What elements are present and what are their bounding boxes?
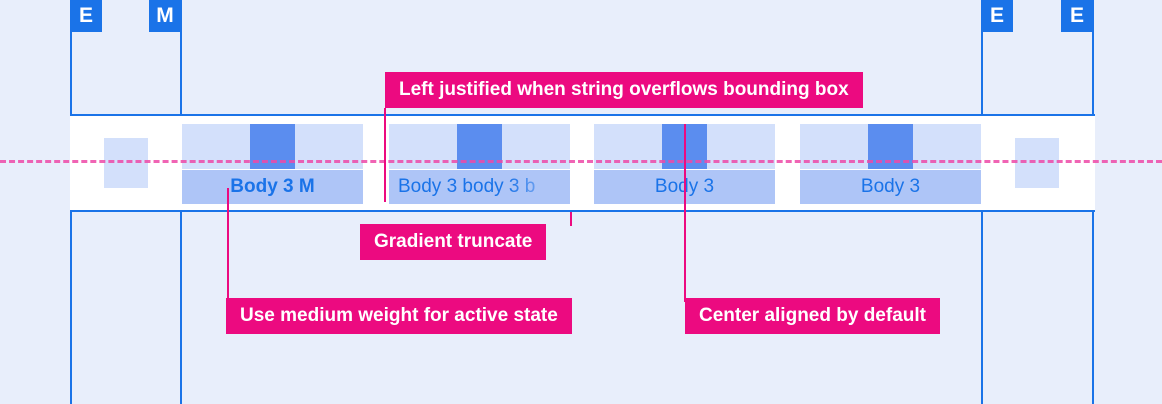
tab-item-4[interactable]: Body 3 [800,124,981,204]
tab-label-band: Body 3 M [182,170,363,204]
spacing-badge-left-e: E [70,0,102,32]
leader-line-gradient [570,212,572,226]
end-placeholder-left [104,138,148,188]
annotation-medium-weight: Use medium weight for active state [226,298,572,334]
tab-item-1[interactable]: Body 3 M [182,124,363,204]
baseline-guide [0,160,1162,163]
tab-label-4: Body 3 [860,176,921,197]
tab-label-band: Body 3 [800,170,981,204]
annotation-center-aligned: Center aligned by default [685,298,940,334]
tab-label-1: Body 3 M [230,176,315,197]
leader-line-medium-weight [227,188,229,300]
leader-line-center-aligned [684,124,686,302]
annotation-gradient-truncate: Gradient truncate [360,224,547,260]
annotation-left-justified: Left justified when string overflows bou… [385,72,863,108]
leader-line-left-justified [384,108,386,202]
tab-label-band: Body 3 body 3 b [389,170,570,204]
spacing-badge-right-e1: E [981,0,1013,32]
tab-item-2[interactable]: Body 3 body 3 b [389,124,570,204]
tab-label-2: Body 3 body 3 b [398,176,536,197]
end-placeholder-right [1015,138,1059,188]
spacing-badge-right-e2: E [1061,0,1093,32]
spacing-badge-left-m: M [149,0,181,32]
